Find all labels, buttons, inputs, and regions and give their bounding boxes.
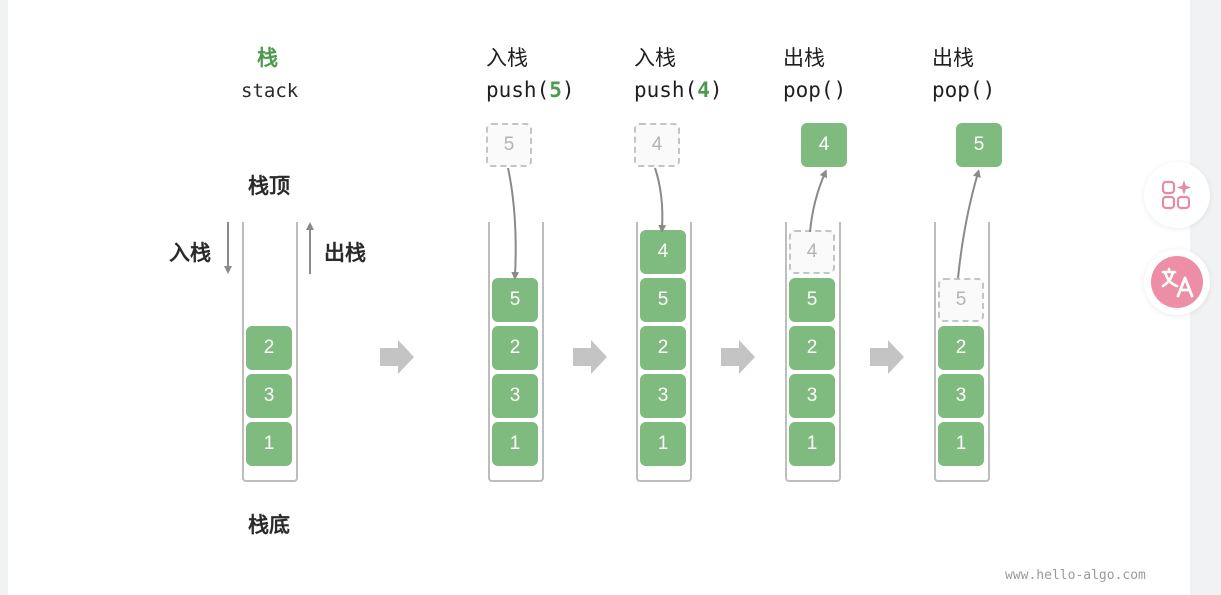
translate-button[interactable]	[1144, 249, 1210, 315]
step-transition-arrow	[721, 340, 755, 374]
stack-bottom-label: 栈底	[248, 513, 290, 537]
step-op-cn: 入栈	[634, 46, 676, 70]
stack-element: 2	[789, 326, 835, 370]
stack-element: 3	[789, 374, 835, 418]
stack-element: 1	[640, 422, 686, 466]
translate-icon	[1151, 256, 1203, 308]
stack-element: 3	[492, 374, 538, 418]
moving-element: 4	[801, 123, 847, 167]
stack-element: 2	[492, 326, 538, 370]
watermark: www.hello-algo.com	[1005, 568, 1146, 583]
pop-label: 出栈	[324, 241, 366, 265]
step-transition-arrow	[380, 340, 414, 374]
step-op-code: pop()	[783, 78, 847, 102]
moving-element: 5	[956, 123, 1002, 167]
step-op-cn: 出栈	[932, 46, 974, 70]
stack-element: 1	[789, 422, 835, 466]
stack-element: 2	[938, 326, 984, 370]
step-op-code: push(4)	[634, 78, 723, 102]
stack-element: 2	[640, 326, 686, 370]
moving-element: 5	[486, 123, 532, 167]
stack-element: 3	[246, 374, 292, 418]
stack-top-label: 栈顶	[248, 174, 290, 198]
stack-element: 1	[938, 422, 984, 466]
stack-element: 5	[492, 278, 538, 322]
arrows-layer	[224, 167, 981, 374]
push-label: 入栈	[169, 241, 211, 265]
step-op-code: push(5)	[486, 78, 575, 102]
apps-button[interactable]	[1144, 162, 1210, 228]
stack-element: 5	[789, 278, 835, 322]
step-stack-container	[488, 222, 544, 482]
moving-element: 4	[634, 123, 680, 167]
apps-sparkle-icon	[1161, 180, 1192, 210]
stack-element: 2	[246, 326, 292, 370]
step-op-cn: 入栈	[486, 46, 528, 70]
stack-element: 1	[246, 422, 292, 466]
stack-title: 栈	[257, 46, 278, 70]
step-transition-arrow	[573, 340, 607, 374]
step-stack-container	[636, 222, 692, 482]
popped-ghost-element: 4	[789, 230, 835, 274]
pop-4-arrow	[809, 169, 828, 233]
step-stack-container	[934, 222, 990, 482]
stack-element: 4	[640, 230, 686, 274]
stack-element: 5	[640, 278, 686, 322]
step-stack-container	[785, 222, 841, 482]
stack-element: 1	[492, 422, 538, 466]
stack-element: 3	[938, 374, 984, 418]
step-transition-arrow	[870, 340, 904, 374]
stack-element: 3	[640, 374, 686, 418]
popped-ghost-element: 5	[938, 278, 984, 322]
push-5-arrow	[507, 167, 520, 280]
stack-container	[242, 222, 298, 482]
push-4-arrow	[654, 167, 667, 233]
stack-subtitle: stack	[241, 80, 299, 102]
step-op-code: pop()	[932, 78, 996, 102]
step-op-cn: 出栈	[783, 46, 825, 70]
pop-5-arrow	[957, 169, 981, 279]
